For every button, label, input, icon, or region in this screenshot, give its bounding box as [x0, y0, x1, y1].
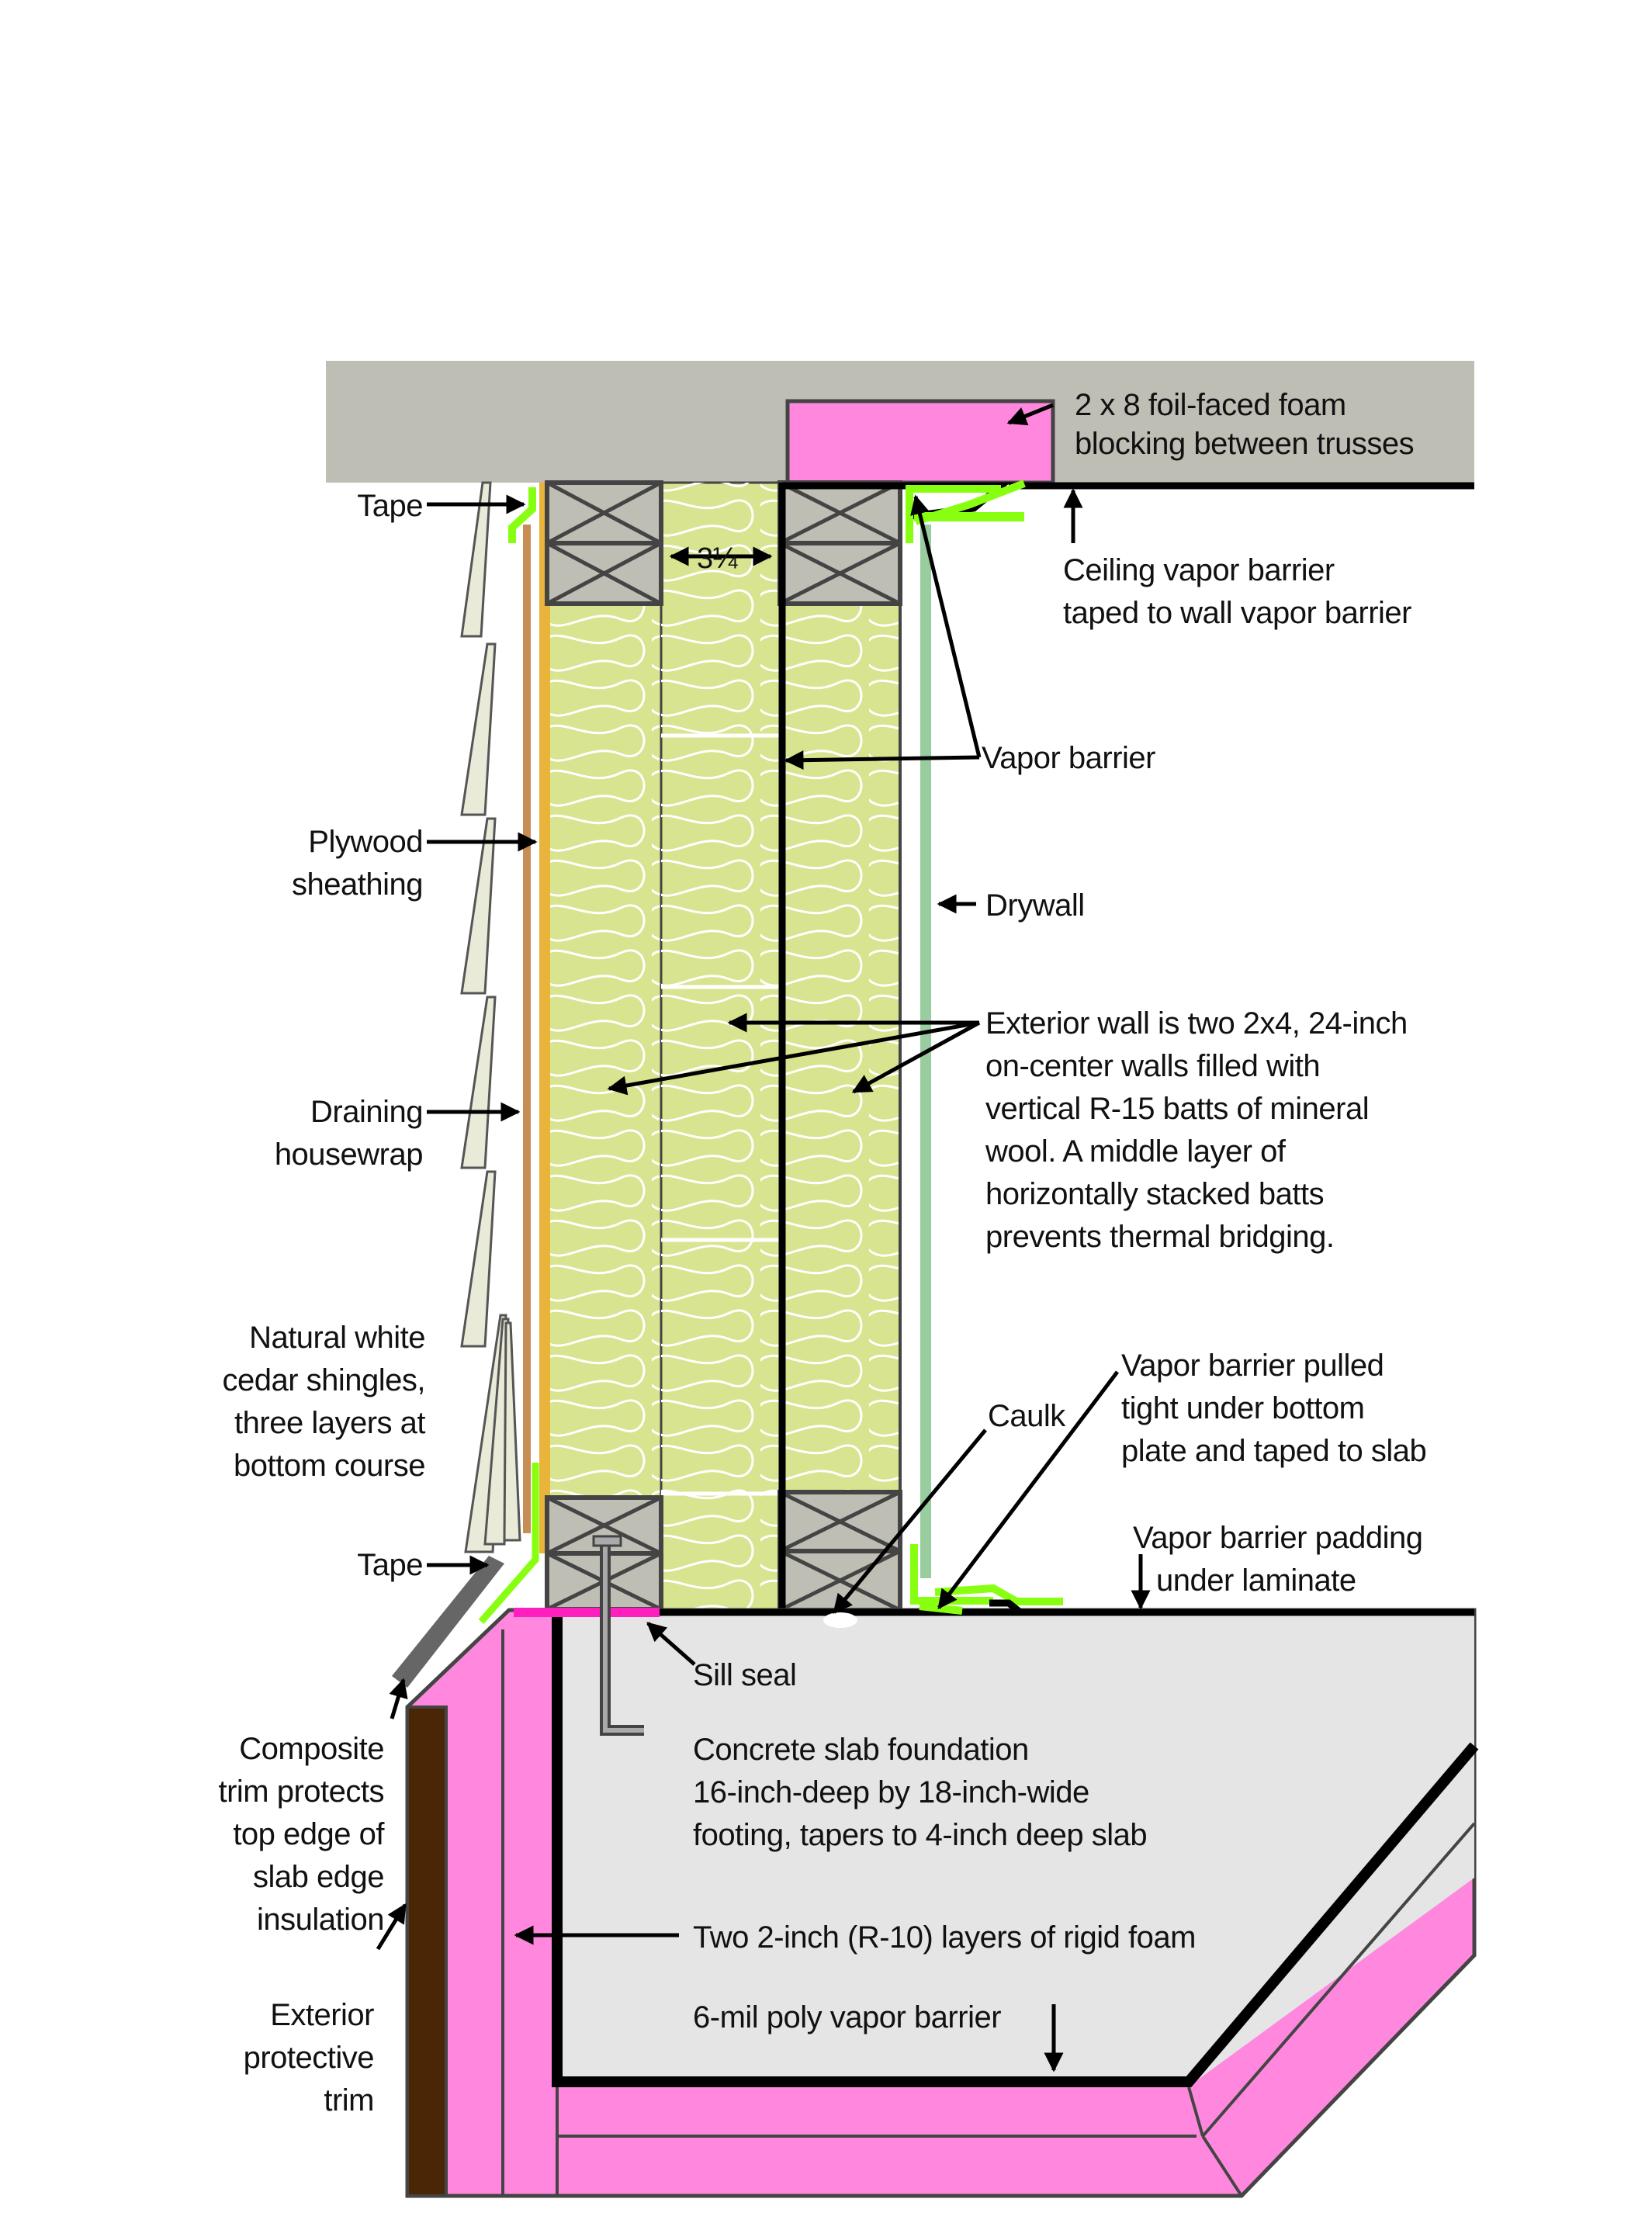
tape-ceiling [906, 485, 1001, 543]
label-exterior-trim-2: protective [244, 2041, 374, 2075]
label-caulk: Caulk [988, 1399, 1066, 1433]
label-slab-3: footing, tapers to 4-inch deep slab [693, 1818, 1147, 1852]
label-shingles-4: bottom course [234, 1449, 425, 1483]
label-composite-trim-5: insulation [257, 1903, 384, 1937]
label-vapor-pulled-3: plate and taped to slab [1121, 1434, 1426, 1468]
stud-cross-line [778, 480, 902, 545]
label-vapor-barrier: Vapor barrier [982, 741, 1155, 775]
labels: 2 x 8 foil-faced foam blocking between t… [218, 388, 1426, 2118]
stud-cross-line [545, 541, 663, 606]
stud-cross-line [778, 541, 902, 606]
label-exterior-wall-2: on-center walls filled with [985, 1049, 1320, 1083]
label-composite-trim-1: Composite [239, 1732, 384, 1766]
dimension-label: 3¼ [697, 542, 739, 575]
label-exterior-wall-6: prevents thermal bridging. [985, 1220, 1334, 1254]
stud-cross-line [778, 1490, 902, 1553]
label-plywood-1: Plywood [308, 825, 423, 859]
plywood-layer [539, 483, 550, 1553]
label-drywall: Drywall [985, 888, 1085, 923]
label-housewrap-1: Draining [310, 1095, 423, 1129]
label-tape-top: Tape [357, 489, 423, 523]
cedar-shingles [460, 481, 521, 1553]
label-plywood-2: sheathing [292, 867, 423, 902]
stud-cross-line [778, 1549, 902, 1612]
insulation-batts [550, 481, 902, 1612]
label-slab-1: Concrete slab foundation [693, 1733, 1029, 1767]
label-composite-trim-3: top edge of [233, 1817, 385, 1851]
stud-cross-line [545, 1495, 663, 1556]
label-exterior-wall-5: horizontally stacked batts [985, 1177, 1324, 1211]
label-sill-seal: Sill seal [693, 1658, 796, 1692]
label-composite-trim-2: trim protects [218, 1775, 384, 1809]
label-padding-1: Vapor barrier padding [1133, 1521, 1422, 1555]
top-plates [545, 480, 902, 1612]
stud-cross-line [545, 480, 663, 545]
label-ceiling-vapor-1: Ceiling vapor barrier [1063, 553, 1335, 587]
tape-bottom-right [910, 1544, 993, 1605]
label-ceiling-vapor-2: taped to wall vapor barrier [1063, 596, 1411, 630]
leader-arrows [376, 403, 1151, 2073]
label-vapor-pulled-1: Vapor barrier pulled [1121, 1349, 1384, 1383]
label-slab-2: 16-inch-deep by 18-inch-wide [693, 1775, 1089, 1809]
label-exterior-wall-1: Exterior wall is two 2x4, 24-inch [985, 1006, 1408, 1041]
label-poly: 6-mil poly vapor barrier [693, 2000, 1001, 2034]
foam-blocking [785, 399, 1055, 485]
label-exterior-wall-3: vertical R-15 batts of mineral [985, 1092, 1369, 1126]
label-exterior-trim-3: trim [324, 2083, 374, 2118]
label-exterior-wall-4: wool. A middle layer of [985, 1134, 1287, 1169]
label-shingles-3: three layers at [234, 1406, 425, 1440]
tape-top-left [508, 487, 536, 543]
tape-bottom-left [478, 1463, 539, 1624]
label-tape-bottom: Tape [357, 1548, 423, 1582]
label-housewrap-2: housewrap [275, 1138, 423, 1172]
label-shingles-2: cedar shingles, [222, 1363, 425, 1397]
housewrap-layer [523, 525, 531, 1533]
label-shingles-1: Natural white [249, 1321, 425, 1355]
label-padding-2: under laminate [1156, 1563, 1356, 1598]
label-composite-trim-4: slab edge [253, 1860, 384, 1894]
label-vapor-pulled-2: tight under bottom [1121, 1391, 1364, 1425]
foundation [392, 1535, 1479, 2198]
label-exterior-trim-1: Exterior [270, 1998, 374, 2032]
label-foam-blocking-1: 2 x 8 foil-faced foam [1075, 388, 1346, 422]
label-foam-blocking-2: blocking between trusses [1075, 427, 1414, 461]
label-rigid-foam: Two 2-inch (R-10) layers of rigid foam [693, 1920, 1196, 1955]
